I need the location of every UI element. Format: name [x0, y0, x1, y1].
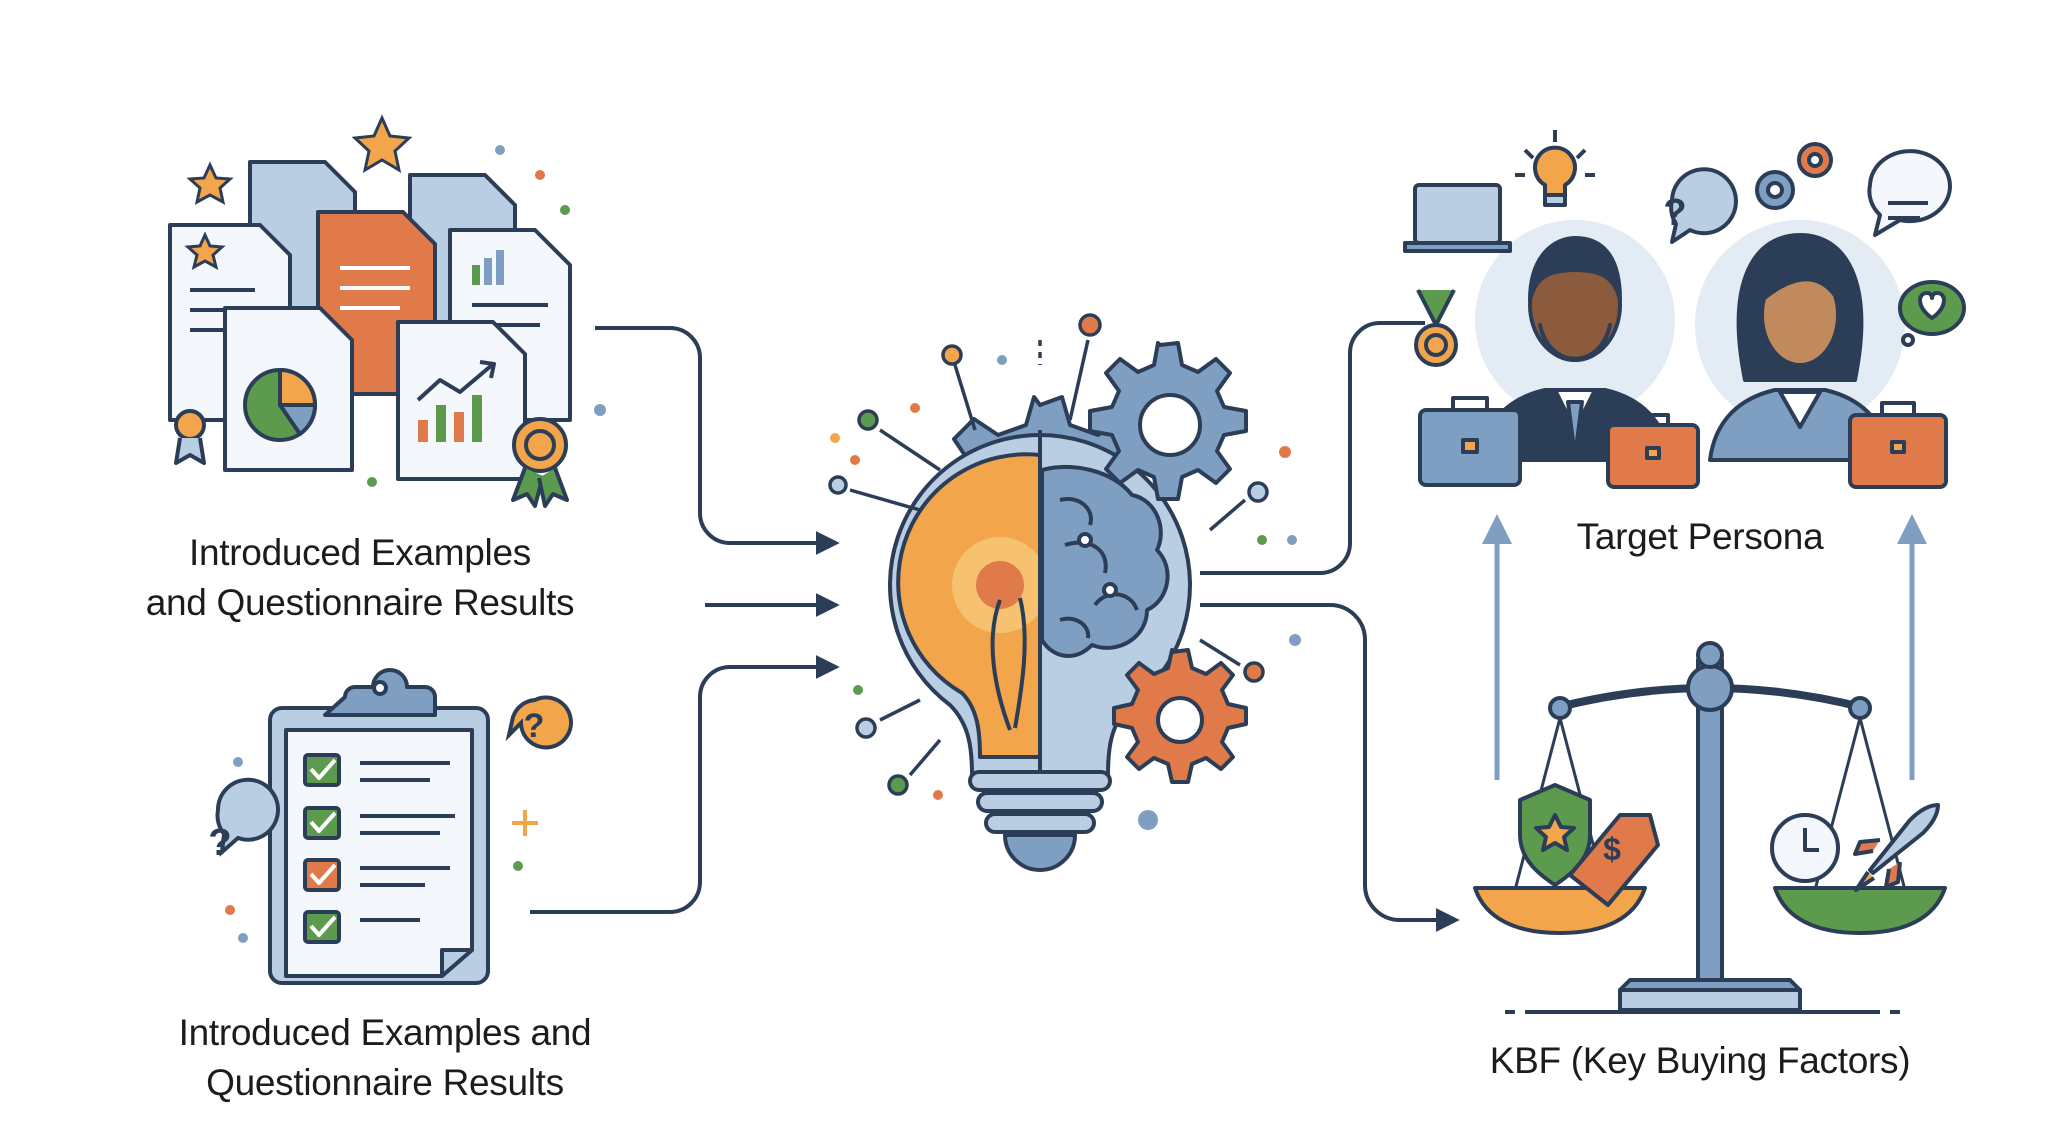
svg-text:?: ?	[524, 707, 545, 745]
kbf-to-persona-arrows	[1482, 514, 1927, 780]
lightbulb-brain-gear-icon	[828, 313, 1269, 872]
input-bottom-label-line1: Introduced Examples and	[178, 1012, 592, 1053]
balance-scale-icon: $	[1473, 641, 1947, 1014]
sparkle-decorations-top-left	[184, 114, 606, 487]
input-top-label-line2: and Questionnaire Results	[145, 581, 575, 623]
svg-text:?: ?	[208, 822, 231, 864]
input-bottom-label-line2: Questionnaire Results	[206, 1061, 564, 1103]
kbf-label: KBF (Key Buying Factors)	[1489, 1040, 1911, 1081]
svg-text:$: $	[1603, 831, 1621, 867]
target-persona-label: Target Persona	[1576, 516, 1824, 557]
center-dots	[830, 355, 1301, 830]
question-bubble-icons: ? ?	[208, 695, 573, 943]
input-connectors	[530, 326, 840, 914]
clipboard-checklist-icon	[268, 668, 490, 985]
input-top-label: Introduced Examples and Questionnaire Re…	[110, 528, 610, 628]
input-top-label-line1: Introduced Examples	[189, 532, 531, 573]
document-stack-icon	[168, 160, 572, 508]
output-connectors	[1200, 321, 1460, 932]
svg-text:?: ?	[1663, 192, 1686, 234]
business-persona-icon: ?	[1403, 130, 1966, 489]
input-bottom-label: Introduced Examples and Questionnaire Re…	[120, 1008, 650, 1108]
